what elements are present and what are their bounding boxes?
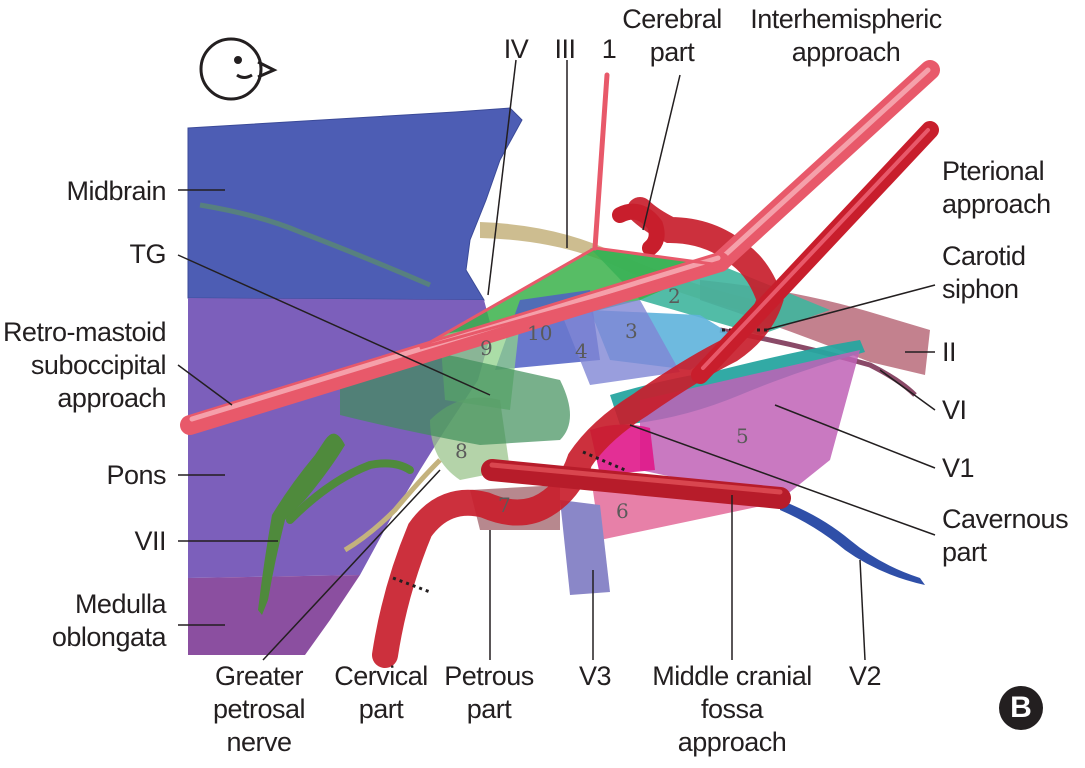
cerebral-part-segment [612,203,665,256]
svg-text:3: 3 [625,319,638,343]
v2-nerve [780,500,925,585]
svg-text:10: 10 [527,321,552,345]
middle-fossa-rod [481,459,791,509]
vii-nerve [258,433,345,615]
svg-text:7: 7 [498,493,511,517]
label-carotid-siphon: Carotid siphon [942,241,1026,304]
rod-1 [592,72,610,251]
head-orientation-icon [199,37,278,101]
label-retromastoid: Retro-mastoid suboccipital approach [2,317,167,413]
v3-nerve [560,500,610,595]
label-medulla: Medulla oblongata [51,589,167,652]
medulla-region [188,575,360,655]
label-1: 1 [601,34,617,64]
label-cavernous-part: Cavernous part [942,504,1069,567]
label-iii: III [554,34,576,64]
label-midbrain: Midbrain [66,176,166,206]
label-interhemispheric: Interhemispheric approach [750,4,942,67]
label-vii: VII [134,526,166,556]
midbrain-vessel [199,202,431,288]
region-5-magenta [640,350,860,500]
label-v3: V3 [578,661,612,691]
label-v1: V1 [942,453,975,483]
label-middle-fossa: Middle cranial fossa approach [652,661,812,757]
vii-branch [286,459,414,524]
panel-letter-badge: B [999,686,1043,730]
label-pons: Pons [106,460,166,490]
svg-text:9: 9 [480,336,493,360]
triangle-outline [419,246,721,350]
svg-text:8: 8 [455,439,468,463]
label-cervical-part: Cervical part [334,661,428,724]
leader-lines [177,59,936,661]
region-4-periwinkle [560,300,680,385]
approach-rods [180,60,940,509]
midbrain-region [187,107,523,301]
tg-ganglion [340,353,570,445]
svg-text:4: 4 [575,339,588,363]
label-ii: II [942,337,957,367]
region-numbers: 2 3 4 5 6 7 8 9 10 [455,284,749,523]
label-vi: VI [942,395,967,425]
label-pterional: Pterional approach [942,156,1051,219]
label-cerebral-part: Cerebral part [622,4,722,67]
label-tg: TG [129,239,167,269]
label-greater-petrosal-nerve: Greater petrosal nerve [212,661,306,757]
label-petrous-part: Petrous part [444,661,534,724]
svg-text:6: 6 [616,499,629,523]
label-iv: IV [503,34,529,64]
svg-text:5: 5 [736,424,749,448]
svg-text:2: 2 [668,284,681,308]
label-v2: V2 [848,661,882,691]
greater-petrosal-nerve [343,458,442,553]
